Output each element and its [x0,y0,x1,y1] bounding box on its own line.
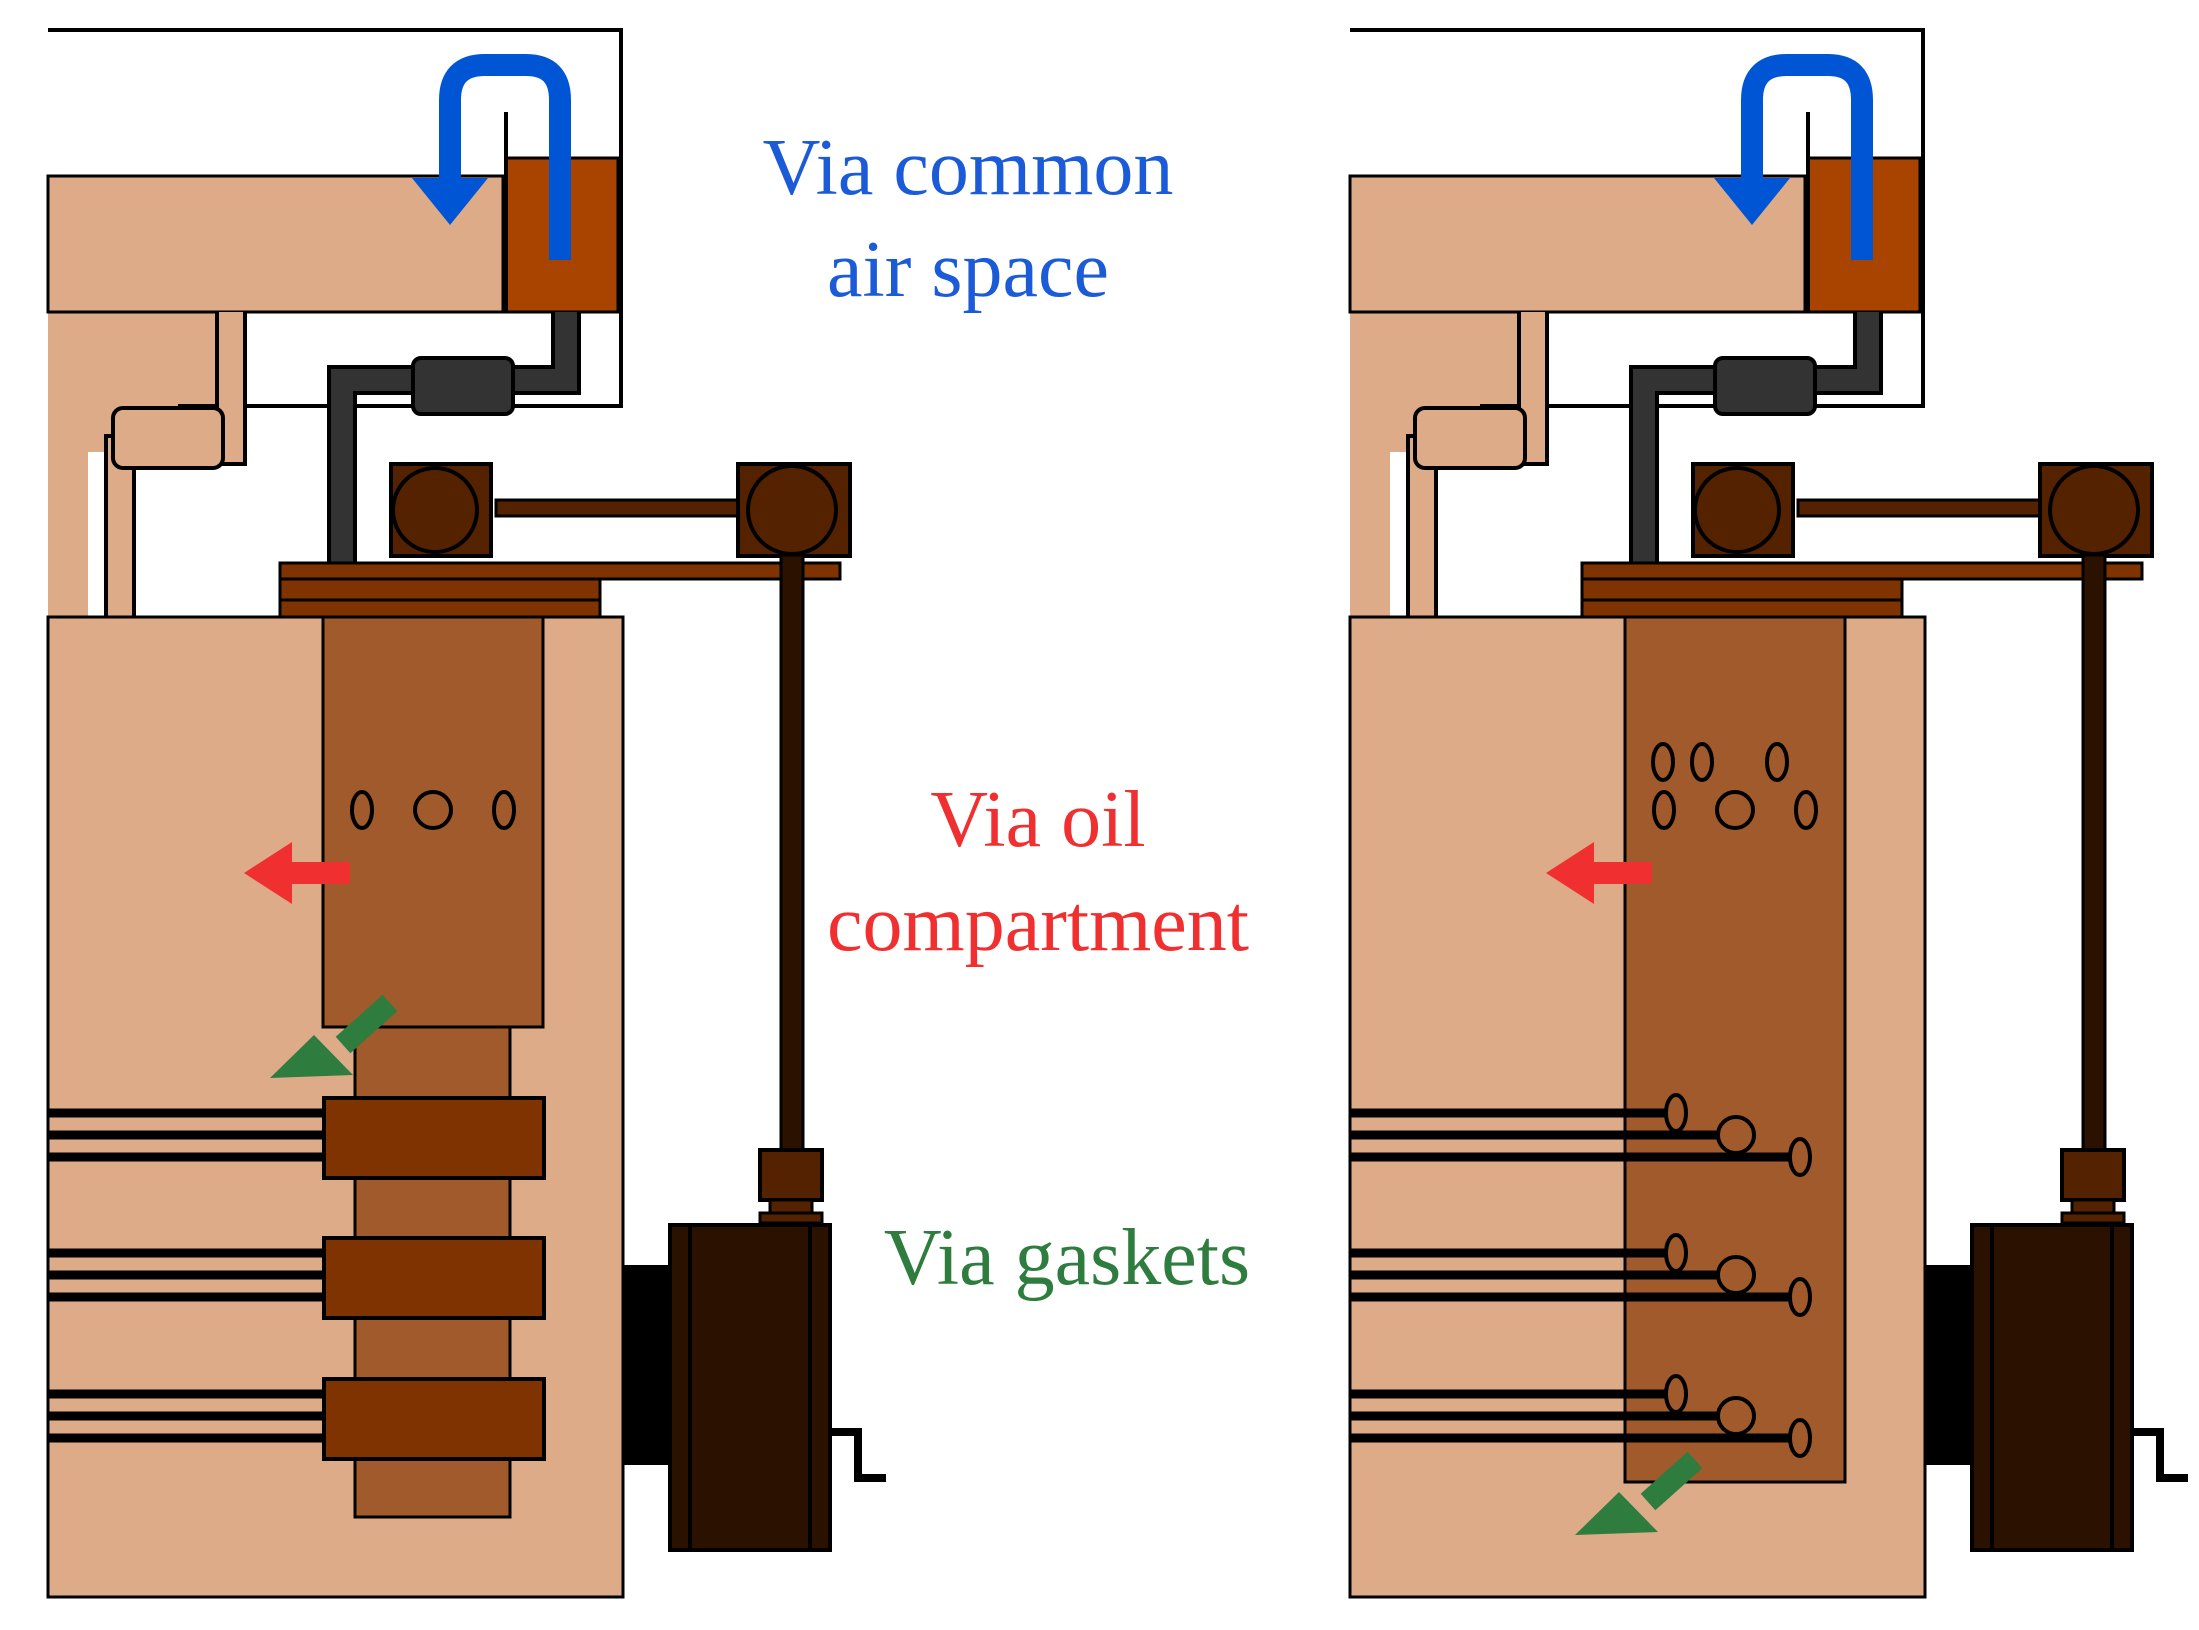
oil-compartment-arrow [288,862,350,884]
gasket-stack [48,1096,546,1461]
gasket-arrow [1640,1451,1703,1511]
oil-compartment-arrow [1590,862,1652,884]
label-oil-compartment-line2: compartment [827,880,1249,968]
oil-compartment [321,615,545,1029]
label-oil-compartment-line1: Via oil [930,776,1145,864]
air-space-arrow [1741,54,1873,260]
panel-left [48,30,886,1597]
lead-bolts [1350,1093,1812,1458]
gasket [322,1377,546,1461]
label-gaskets: Via gaskets [884,1214,1250,1302]
label-air-space-line1: Via common [763,124,1174,212]
gasket-arrow [335,994,398,1054]
gasket [322,1236,546,1320]
panel-right [1350,30,2188,1597]
oil-compartment [1623,615,1847,1484]
air-space-arrow [439,54,571,260]
label-air-space-line2: air space [827,226,1109,314]
gasket [322,1096,546,1180]
